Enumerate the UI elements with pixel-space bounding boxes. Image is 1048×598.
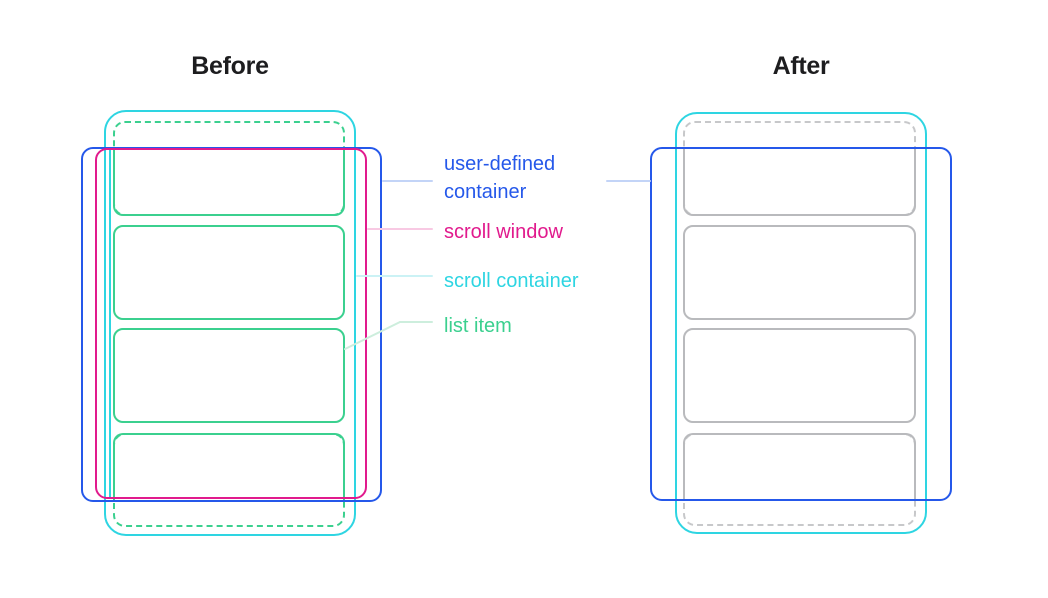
before-scroll-container-clipped-outline (109, 149, 356, 499)
before-list-item-3 (113, 328, 345, 423)
after-scroll-container-outline (675, 112, 927, 534)
legend-label-user-defined-container: user-defined container (444, 153, 556, 203)
before-scroll-window-outline (95, 148, 367, 499)
before-list-item-1 (113, 149, 345, 216)
connector-list-item-diagonal (344, 321, 401, 350)
connector-user-container-to-before (382, 180, 433, 182)
before-list-item-2 (113, 225, 345, 320)
after-list-item-4 (683, 433, 916, 500)
after-list-item-2 (683, 225, 916, 320)
after-title: After (772, 52, 830, 80)
connector-scroll-container (356, 275, 433, 277)
before-list-item-4 (113, 433, 345, 500)
after-list-item-1 (683, 149, 916, 216)
legend-label-scroll-window: scroll window (444, 221, 563, 243)
after-user-defined-container-outline (650, 147, 952, 501)
legend-label-list-item: list item (444, 315, 512, 337)
connector-scroll-window (367, 228, 433, 230)
after-list-item-3 (683, 328, 916, 423)
connector-user-container-to-after (606, 180, 651, 182)
connector-list-item-horizontal (399, 321, 433, 323)
legend-label-scroll-container: scroll container (444, 270, 579, 292)
before-title: Before (191, 52, 269, 80)
